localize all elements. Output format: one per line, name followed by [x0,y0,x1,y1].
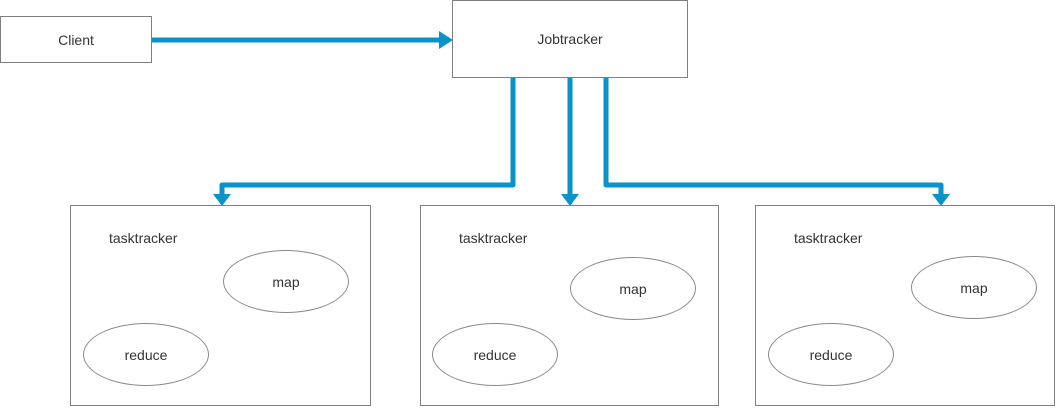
arrow-jobtracker-to-tasktracker-1 [219,78,516,195]
reduce-label: reduce [124,346,168,363]
arrowhead-right-icon [439,31,453,49]
reduce-ellipse: reduce [768,323,894,386]
arrow-jobtracker-to-tasktracker-3 [603,78,944,195]
map-ellipse: map [911,256,1037,319]
tasktracker-node-1: tasktracker map reduce [70,205,371,406]
client-node: Client [0,16,152,63]
tasktracker-node-2: tasktracker map reduce [420,205,719,406]
reduce-ellipse: reduce [432,323,558,386]
jobtracker-node: Jobtracker [452,0,688,78]
map-label: map [960,279,988,296]
reduce-label: reduce [809,346,853,363]
reduce-ellipse: reduce [83,323,209,386]
tasktracker-label: tasktracker [109,230,178,246]
map-ellipse: map [223,250,349,313]
map-ellipse: map [570,257,696,320]
tasktracker-label: tasktracker [459,230,528,246]
tasktracker-label: tasktracker [794,230,863,246]
jobtracker-label: Jobtracker [537,31,603,47]
map-label: map [272,273,300,290]
tasktracker-node-3: tasktracker map reduce [755,205,1055,406]
client-label: Client [58,31,94,48]
map-label: map [619,280,647,297]
reduce-label: reduce [473,346,517,363]
